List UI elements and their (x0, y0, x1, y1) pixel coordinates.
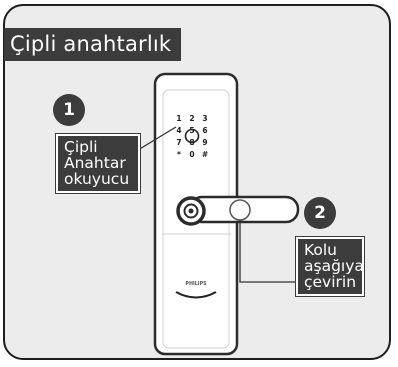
key-2: 2 (189, 114, 194, 123)
key-0: 0 (189, 150, 194, 159)
card-reader-icon (184, 128, 200, 144)
step-2-badge: 2 (304, 197, 336, 229)
section-title: Çipli anahtarlık (4, 28, 182, 61)
key-1: 1 (176, 114, 181, 123)
key-6: 6 (202, 126, 207, 135)
key-3: 3 (202, 114, 207, 123)
brand-logo: PHILIPS (185, 281, 207, 287)
key-7: 7 (176, 138, 181, 147)
step-2-label-line-1: Kolu (304, 241, 338, 259)
connector-line-2 (239, 220, 302, 283)
step-1-label-line-1: Çipli (64, 138, 98, 156)
connector-line-1 (137, 126, 177, 151)
step-2-label-line-2: aşağıya (304, 257, 364, 275)
step-1-label-line-3: okuyucu (64, 170, 130, 188)
key-4: 4 (176, 126, 181, 135)
step-2-label-line-3: çevirin (304, 273, 357, 291)
key-hash: # (202, 150, 208, 159)
key-slot (175, 291, 217, 299)
handle-highlight-circle (229, 199, 251, 221)
step-1-label-line-2: Anahtar (64, 154, 126, 172)
key-9: 9 (202, 138, 207, 147)
step-1-label: Çipli Anahtar okuyucu (55, 133, 141, 194)
keypad: 1 2 3 4 5 6 7 8 9 * 0 # (176, 114, 208, 159)
key-5: 5 (189, 126, 194, 135)
key-star: * (177, 150, 181, 159)
step-1-badge: 1 (53, 94, 85, 126)
step-2-label: Kolu aşağıya çevirin (295, 236, 365, 297)
